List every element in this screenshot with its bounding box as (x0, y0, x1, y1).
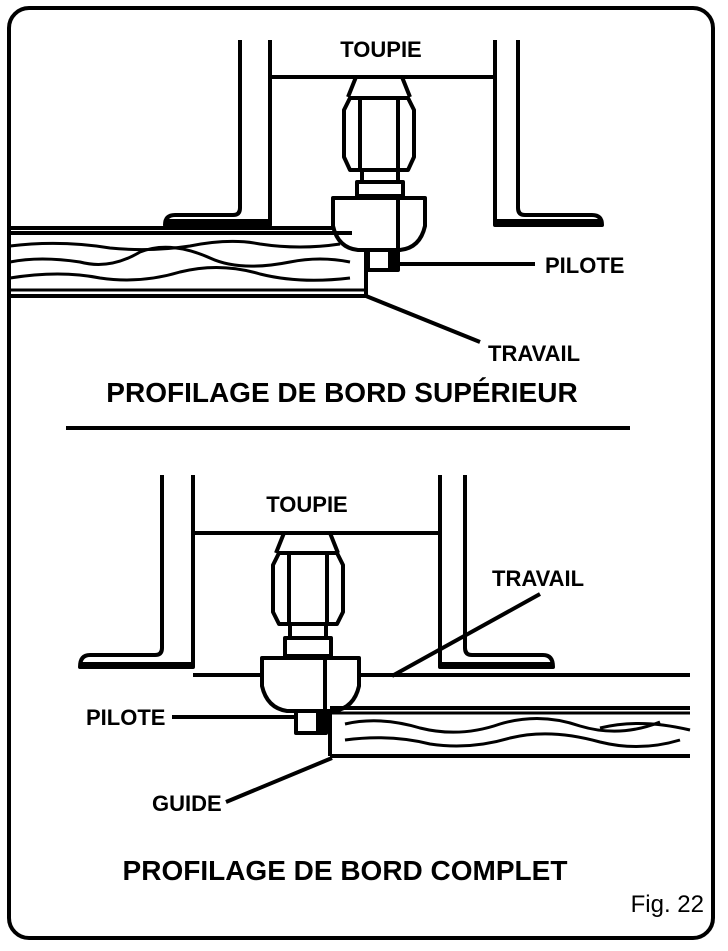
top-title: PROFILAGE DE BORD SUPÉRIEUR (106, 377, 577, 408)
bottom-workpiece (193, 673, 691, 758)
top-leader-lines (365, 262, 535, 344)
figure-label: Fig. 22 (631, 891, 704, 918)
bottom-guide-label: GUIDE (152, 791, 222, 816)
bottom-title: PROFILAGE DE BORD COMPLET (123, 855, 568, 886)
bottom-router-illustration (78, 475, 555, 735)
bottom-leader-lines (172, 592, 541, 804)
bottom-pilot-label: PILOTE (86, 705, 165, 730)
bottom-pilot-shade (316, 711, 327, 733)
top-router-illustration (163, 40, 604, 272)
top-work-label: TRAVAIL (488, 341, 580, 366)
top-router-label: TOUPIE (340, 37, 422, 62)
bottom-router-label: TOUPIE (266, 492, 348, 517)
top-pilot-label: PILOTE (545, 253, 624, 278)
top-pilot-shade (388, 250, 399, 270)
top-workpiece (9, 226, 368, 298)
figure-frame (7, 6, 715, 940)
bottom-work-label: TRAVAIL (492, 566, 584, 591)
